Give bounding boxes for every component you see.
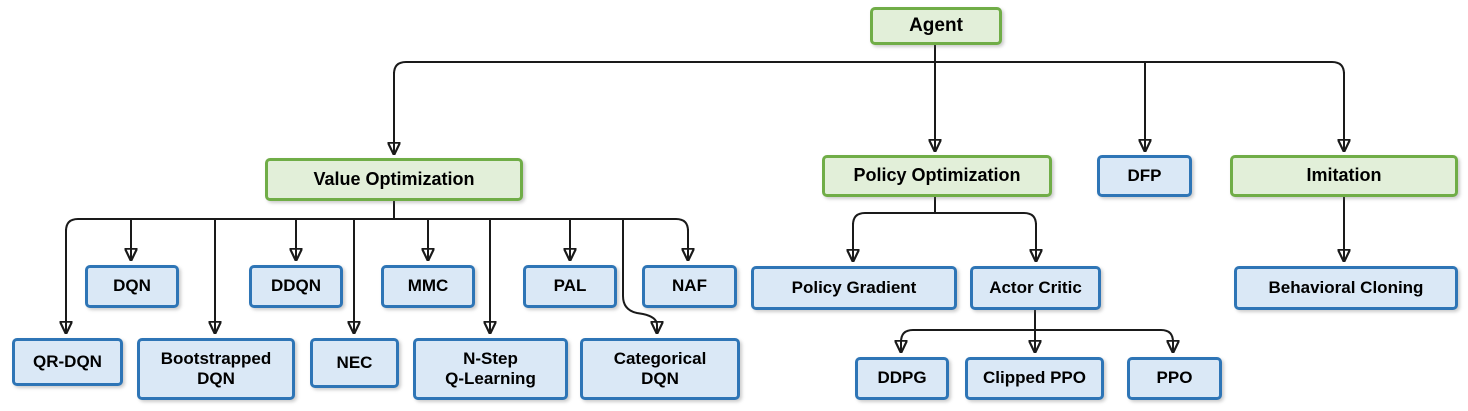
node-pal: PAL — [523, 265, 617, 308]
node-ddqn: DDQN — [249, 265, 343, 308]
node-qr-dqn: QR-DQN — [12, 338, 123, 386]
edge-vo-categorical-dqn — [622, 219, 657, 332]
edges-from-agent — [394, 45, 1344, 153]
node-agent: Agent — [870, 7, 1002, 45]
node-mmc: MMC — [381, 265, 475, 308]
node-behavioral-cloning: Behavioral Cloning — [1234, 266, 1458, 310]
node-policy-gradient: Policy Gradient — [751, 266, 957, 310]
edges-from-policy-optimization — [853, 197, 1036, 260]
node-bootstrapped-dqn: Bootstrapped DQN — [137, 338, 295, 400]
node-imitation: Imitation — [1230, 155, 1458, 197]
edge-bus-policy-optimization — [852, 212, 1037, 226]
node-policy-optimization: Policy Optimization — [822, 155, 1052, 197]
node-n-step-q-learning: N-Step Q-Learning — [413, 338, 568, 400]
node-dqn: DQN — [85, 265, 179, 308]
edge-bus-value-optimization — [65, 218, 689, 232]
node-value-optimization: Value Optimization — [265, 158, 523, 201]
edge-bus-agent — [393, 61, 1345, 75]
edge-bus-actor-critic — [900, 329, 1174, 343]
node-ddpg: DDPG — [855, 357, 949, 400]
edges-from-actor-critic — [901, 310, 1173, 351]
node-actor-critic: Actor Critic — [970, 266, 1101, 310]
node-ppo: PPO — [1127, 357, 1222, 400]
edges-from-value-optimization — [66, 201, 688, 332]
node-nec: NEC — [310, 338, 399, 388]
node-naf: NAF — [642, 265, 737, 308]
node-dfp: DFP — [1097, 155, 1192, 197]
node-clipped-ppo: Clipped PPO — [965, 357, 1104, 400]
node-categorical-dqn: Categorical DQN — [580, 338, 740, 400]
